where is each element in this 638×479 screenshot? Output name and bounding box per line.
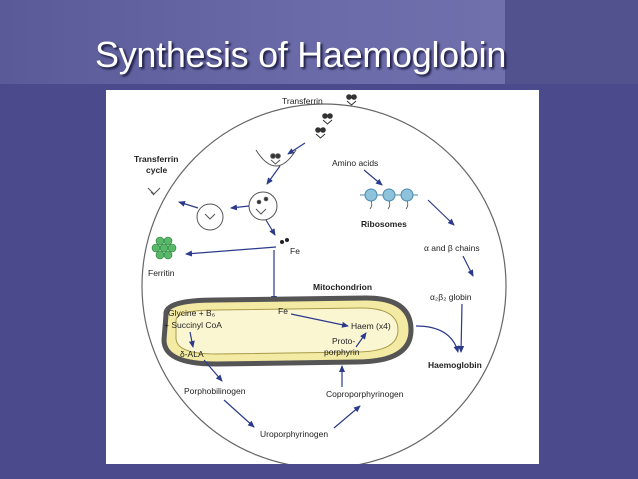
iron-vesicle <box>249 192 277 220</box>
label-glycine-2: + Succinyl CoA <box>164 320 222 330</box>
diagram-panel: Transferrin Transferrin cycle Fe Ferriti… <box>106 90 539 464</box>
label-alpha-beta-chains: α and β chains <box>424 243 480 253</box>
haemoglobin-synthesis-diagram: Transferrin Transferrin cycle Fe Ferriti… <box>106 90 539 464</box>
label-uroporphyrinogen: Uroporphyrinogen <box>260 429 328 439</box>
label-haem: Haem (x4) <box>351 321 391 331</box>
fe-atom <box>285 238 289 242</box>
label-ala: δ-ALA <box>180 349 204 359</box>
label-fe-mito: Fe <box>278 306 288 316</box>
label-globin: α₂β₂ globin <box>430 292 472 302</box>
arrow-haem-to-haemoglobin <box>416 326 458 352</box>
arrow-vesicle-to-recycle <box>231 206 249 208</box>
label-transferrin-cycle-2: cycle <box>146 165 168 175</box>
arrow-recycle-out <box>179 202 198 208</box>
empty-transferrin-icon <box>148 188 160 195</box>
slide-title: Synthesis of Haemoglobin <box>95 34 506 76</box>
arrow-uroporphyrinogen-to-coproporphyrinogen <box>334 406 360 428</box>
title-band-right <box>505 0 638 84</box>
label-coproporphyrinogen: Coproporphyrinogen <box>326 389 404 399</box>
arrow-chains-to-globin <box>463 256 473 276</box>
ferritin-icon <box>152 237 176 259</box>
label-glycine-1: Glycine + B₆ <box>168 308 215 318</box>
label-protoporphyrin-1: Proto- <box>332 336 355 346</box>
label-fe-cytoplasm: Fe <box>290 246 300 256</box>
arrow-porphobilinogen-to-uroporphyrinogen <box>224 400 254 427</box>
label-haemoglobin: Haemoglobin <box>428 360 482 370</box>
label-transferrin-cycle-1: Transferrin <box>134 154 178 164</box>
label-transferrin: Transferrin <box>282 96 323 106</box>
ribosomes-icon <box>360 189 418 209</box>
fe-atom <box>280 240 284 244</box>
recycling-vesicle <box>197 204 223 230</box>
label-protoporphyrin-2: porphyrin <box>324 347 360 357</box>
label-ferritin: Ferritin <box>148 268 175 278</box>
arrow-vesicle-to-fe <box>266 220 275 235</box>
arrow-transferrin-in <box>288 143 305 154</box>
label-mitochondrion: Mitochondrion <box>313 282 372 292</box>
arrow-fe-to-ferritin <box>186 247 276 254</box>
arrow-amino-to-ribosomes <box>364 170 382 185</box>
arrow-globin-to-haemoglobin <box>461 304 462 352</box>
label-porphobilinogen: Porphobilinogen <box>184 386 246 396</box>
label-ribosomes: Ribosomes <box>361 219 407 229</box>
arrow-ribosomes-to-chains <box>428 200 454 225</box>
label-amino-acids: Amino acids <box>332 158 378 168</box>
arrow-pit-to-vesicle <box>267 166 280 184</box>
